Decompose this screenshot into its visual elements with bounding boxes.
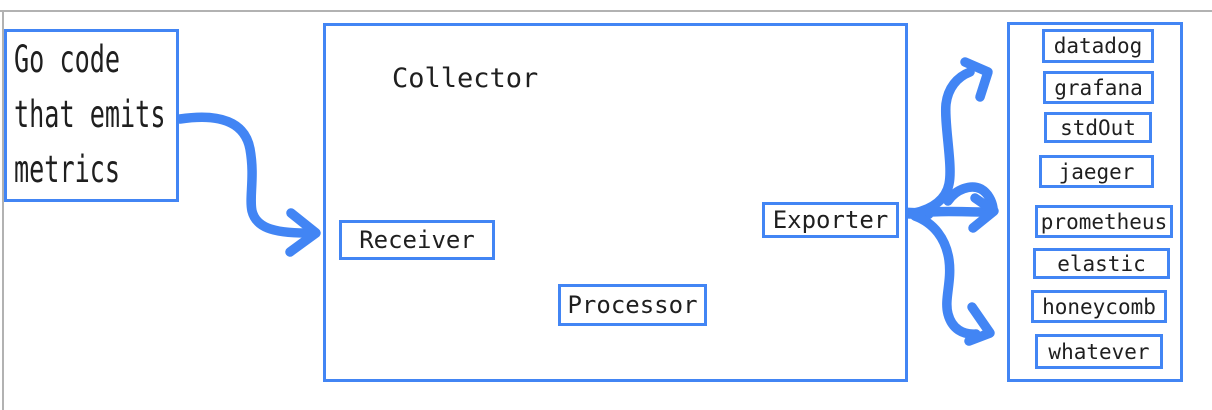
backend-box-whatever[interactable]: whatever [1035,334,1163,369]
backend-box-grafana[interactable]: grafana [1043,71,1154,104]
arrow-source-to-collector-shaft [175,112,311,238]
backend-label: whatever [1048,339,1150,364]
stage-processor-label: Processor [567,291,698,319]
stage-exporter-box[interactable]: Exporter [762,202,899,238]
backend-box-honeycomb[interactable]: honeycomb [1031,290,1167,323]
arrow-fanout-middle-head [968,193,999,233]
backend-label: datadog [1053,34,1143,58]
arrow-fanout-down-head [964,302,995,346]
backend-label: grafana [1054,75,1143,100]
backend-box-prometheus[interactable]: prometheus [1035,205,1173,238]
stage-processor-box[interactable]: Processor [558,284,707,326]
stage-receiver-label: Receiver [359,226,475,254]
arrow-fanout-down-shaft [910,211,981,339]
source-node-label: Go code that emits metrics [14,38,166,191]
backend-label: elastic [1057,251,1146,276]
backend-label: stdOut [1060,115,1136,140]
stage-exporter-label: Exporter [772,206,889,234]
arrow-exporter-junction-stub [899,207,934,220]
backend-label: jaeger [1058,159,1135,184]
backend-box-datadog[interactable]: datadog [1042,29,1154,63]
backend-box-elastic[interactable]: elastic [1033,248,1170,279]
backend-label: honeycomb [1042,294,1156,319]
backend-label: prometheus [1040,209,1168,234]
source-node-box[interactable]: Go code that emits metrics [4,29,179,202]
canvas-top-edge-line [0,10,1212,12]
arrow-fanout-middle-hook [943,182,998,213]
arrow-fanout-up-shaft [909,67,975,218]
arrow-source-to-collector-head [285,208,321,257]
backend-box-jaeger[interactable]: jaeger [1039,155,1154,188]
arrow-fanout-up-head [960,57,993,102]
backend-box-stdout[interactable]: stdOut [1044,112,1152,143]
arrow-fanout-middle-shaft [908,206,988,219]
collector-title: Collector [392,63,539,94]
canvas-left-edge-line [2,10,4,410]
stage-receiver-box[interactable]: Receiver [339,220,495,260]
